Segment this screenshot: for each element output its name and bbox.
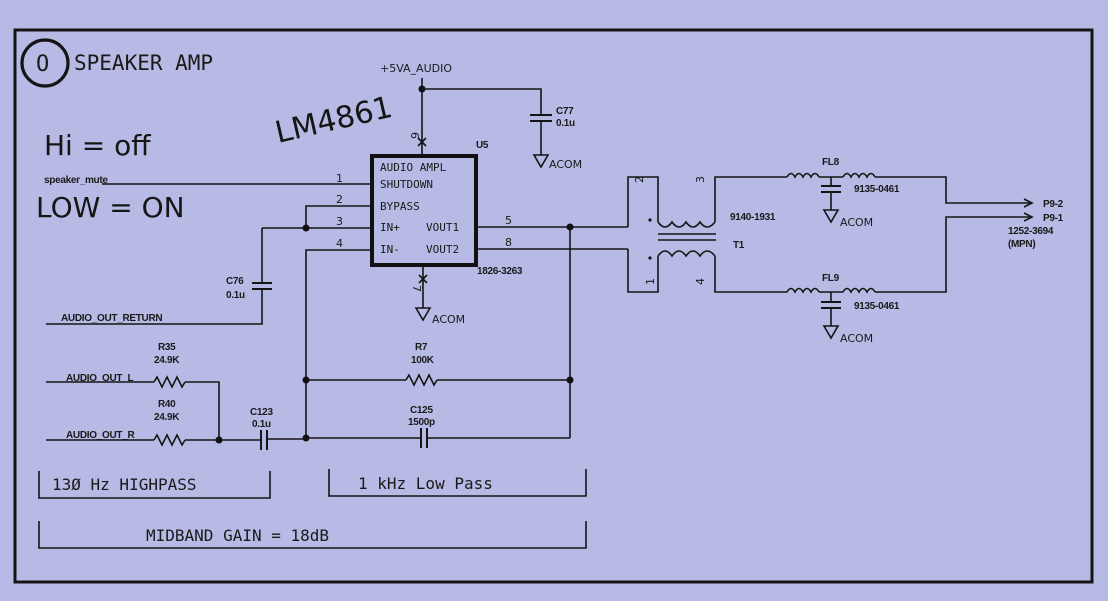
sheet-number-circle xyxy=(20,38,70,88)
sheet-frame xyxy=(13,28,1094,584)
connector-pin-p9-1: P9-1 xyxy=(1043,213,1064,224)
handwritten-high-note: Hi = off xyxy=(44,129,151,162)
wire xyxy=(714,256,787,293)
net-audio-out-l: AUDIO_OUT_L xyxy=(66,373,133,384)
net-speaker-mute: speaker_mute xyxy=(44,175,108,186)
fl8-ref: FL8 xyxy=(822,157,840,168)
c77-value: 0.1u xyxy=(556,118,575,129)
highpass-note: 13Ø Hz HIGHPASS xyxy=(52,475,197,494)
ic-pin-vout2-name: VOUT2 xyxy=(426,243,459,256)
ground-label: ACOM xyxy=(840,332,873,345)
wire xyxy=(714,176,787,222)
wire xyxy=(305,249,372,438)
highpass-bracket xyxy=(38,471,271,499)
ground-symbol xyxy=(822,209,840,224)
ic-u5-body xyxy=(370,154,478,267)
no-connect-mark xyxy=(417,137,427,147)
ic-pin-vout1-name: VOUT1 xyxy=(426,221,459,234)
ic-pin-5-number: 5 xyxy=(505,214,512,227)
polarity-dot xyxy=(648,218,652,222)
fl9-inductor xyxy=(786,287,876,294)
polarity-dot xyxy=(648,256,652,260)
r7-ref: R7 xyxy=(415,342,428,353)
wire xyxy=(627,249,659,293)
c123-ref: C123 xyxy=(250,407,273,418)
c76-value: 0.1u xyxy=(226,290,245,301)
r40-ref: R40 xyxy=(158,399,176,410)
connector-note: (MPN) xyxy=(1008,239,1035,250)
ground-symbol xyxy=(532,154,550,169)
junction-dot xyxy=(215,436,223,444)
wire xyxy=(305,205,372,228)
t1-pin-4: 4 xyxy=(694,278,707,285)
fl9-ref: FL9 xyxy=(822,273,840,284)
junction-dot xyxy=(302,224,310,232)
sheet-title: SPEAKER AMP xyxy=(74,51,213,75)
ground-label: ACOM xyxy=(549,158,582,171)
gain-bracket xyxy=(38,521,587,549)
c77-ref: C77 xyxy=(556,106,574,117)
t1-part-number: 9140-1931 xyxy=(730,212,776,223)
net-audio-out-r: AUDIO_OUT_R xyxy=(66,430,135,441)
handwritten-low-note: LOW = ON xyxy=(36,191,185,224)
t1-pin-1: 1 xyxy=(644,278,657,285)
t1-ref: T1 xyxy=(733,240,745,251)
t1-primary-winding xyxy=(657,220,716,228)
c125-ref: C125 xyxy=(410,405,433,416)
ic-pin-2-number: 2 xyxy=(336,193,343,206)
ic-pin-shutdown-name: SHUTDOWN xyxy=(380,178,433,191)
resistor-r40 xyxy=(153,433,186,447)
ic-pin-bypass-name: BYPASS xyxy=(380,200,420,213)
c123-value: 0.1u xyxy=(252,419,271,430)
ic-pin-3-number: 3 xyxy=(336,215,343,228)
arrow-p9-1 xyxy=(1023,212,1034,222)
c125-value: 1500p xyxy=(408,417,435,428)
connector-part-number: 1252-3694 xyxy=(1008,226,1054,237)
t1-pin-3: 3 xyxy=(694,176,707,183)
resistor-r7 xyxy=(405,373,438,387)
wire xyxy=(46,289,263,325)
ic-pin-bottom-number: 7 xyxy=(410,285,423,292)
ic-ref: U5 xyxy=(476,140,489,151)
wire xyxy=(875,176,1030,204)
no-connect-mark xyxy=(418,274,428,284)
power-rail-label: +5VA_AUDIO xyxy=(380,62,452,75)
r35-value: 24.9K xyxy=(154,355,180,366)
ic-pin-4-number: 4 xyxy=(336,237,343,250)
wire xyxy=(185,381,220,438)
ic-pin-8-number: 8 xyxy=(505,236,512,249)
wire xyxy=(422,88,542,115)
handwritten-part-number: LM4861 xyxy=(272,90,396,151)
r35-ref: R35 xyxy=(158,342,176,353)
lowpass-note: 1 kHz Low Pass xyxy=(358,474,493,493)
t1-secondary-winding xyxy=(657,250,716,258)
fl8-inductor xyxy=(786,172,876,179)
ic-pin-1-number: 1 xyxy=(336,172,343,185)
gain-note: MIDBAND GAIN = 18dB xyxy=(146,526,329,545)
ic-part-number: 1826-3263 xyxy=(477,266,523,277)
fl8-part-number: 9135-0461 xyxy=(854,184,900,195)
wire xyxy=(875,216,1030,293)
sheet-number: O xyxy=(36,52,49,77)
ground-label: ACOM xyxy=(432,313,465,326)
r40-value: 24.9K xyxy=(154,412,180,423)
connector-pin-p9-2: P9-2 xyxy=(1043,199,1064,210)
ic-pin-top-number: 6 xyxy=(408,132,421,139)
c76-ref: C76 xyxy=(226,276,244,287)
net-audio-out-return: AUDIO_OUT_RETURN xyxy=(61,313,162,324)
ground-label: ACOM xyxy=(840,216,873,229)
ic-pin-inminus-name: IN- xyxy=(380,243,400,256)
fl9-part-number: 9135-0461 xyxy=(854,301,900,312)
wire xyxy=(627,176,659,227)
arrow-p9-2 xyxy=(1023,198,1034,208)
resistor-r35 xyxy=(153,375,186,389)
t1-pin-2: 2 xyxy=(633,176,646,183)
ground-symbol xyxy=(822,325,840,340)
lowpass-bracket xyxy=(328,469,587,497)
ic-pin-inplus-name: IN+ xyxy=(380,221,400,234)
ic-title: AUDIO AMPL xyxy=(380,161,447,174)
r7-value: 100K xyxy=(411,355,435,366)
ground-symbol xyxy=(414,307,432,322)
